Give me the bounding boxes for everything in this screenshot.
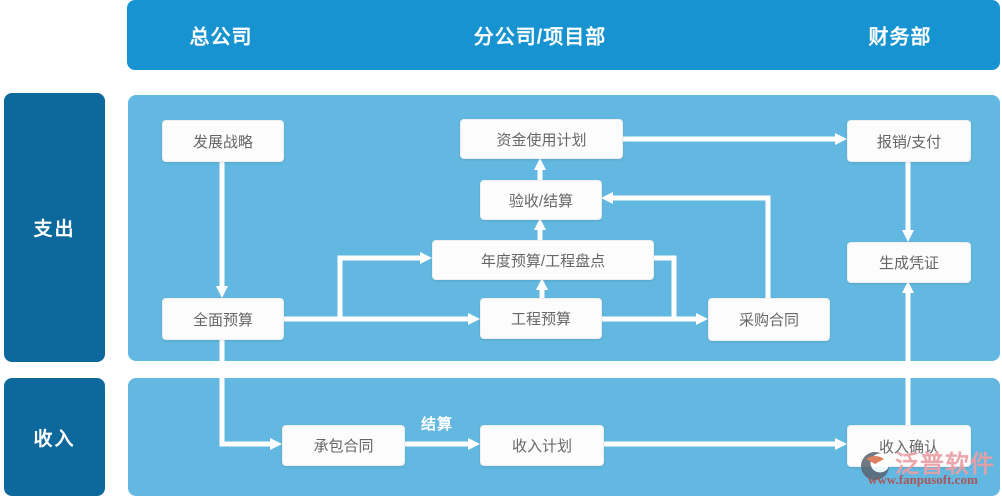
row-label-expenditure: 支出 bbox=[4, 93, 105, 362]
header-col-headquarters: 总公司 bbox=[189, 26, 253, 49]
node-development-strategy-label: 发展战略 bbox=[192, 133, 253, 151]
node-purchase-contract-label: 采购合同 bbox=[738, 312, 799, 329]
node-fund-usage-plan: 资金使用计划 bbox=[460, 119, 623, 159]
node-reimbursement-payment-label: 报销/支付 bbox=[876, 133, 942, 151]
node-fund-usage-plan-label: 资金使用计划 bbox=[496, 131, 587, 149]
node-income-plan: 收入计划 bbox=[480, 425, 604, 466]
fanpu-logo-icon bbox=[861, 452, 890, 480]
header-col-branch-project: 分公司/项目部 bbox=[473, 26, 607, 49]
node-acceptance-settlement-label: 验收/结算 bbox=[508, 192, 574, 210]
node-annual-budget-project-inventory-label: 年度预算/工程盘点 bbox=[480, 252, 606, 270]
node-project-budget: 工程预算 bbox=[480, 298, 602, 339]
node-purchase-contract: 采购合同 bbox=[708, 298, 830, 341]
node-overall-budget: 全面预算 bbox=[162, 298, 284, 340]
node-income-plan-label: 收入计划 bbox=[511, 438, 572, 455]
arrow-overall-budget-to-contracting bbox=[219, 338, 282, 450]
header-col-finance: 财务部 bbox=[868, 26, 932, 49]
watermark-name: 泛普软件 bbox=[895, 451, 995, 478]
row-label-expenditure-text: 支出 bbox=[33, 219, 76, 240]
row-label-income-text: 收入 bbox=[33, 428, 76, 450]
node-overall-budget-label: 全面预算 bbox=[192, 311, 253, 329]
connector-annual-budget-to-purchase bbox=[652, 255, 677, 321]
node-income-confirmation-label: 收入确认 bbox=[878, 438, 939, 456]
header-bar: 总公司 分公司/项目部 财务部 bbox=[127, 0, 1000, 70]
node-annual-budget-project-inventory: 年度预算/工程盘点 bbox=[432, 240, 654, 280]
arrow-purchase-to-acceptance bbox=[601, 192, 771, 299]
node-contracting-contract-label: 承包合同 bbox=[313, 438, 374, 455]
watermark-url: www.fanpusoft.com bbox=[868, 472, 978, 487]
settlement-edge-label: 结算 bbox=[421, 416, 454, 433]
node-acceptance-settlement: 验收/结算 bbox=[480, 180, 602, 220]
node-generate-voucher: 生成凭证 bbox=[847, 242, 971, 283]
arrow-overall-to-annual-budget bbox=[337, 252, 432, 319]
node-development-strategy: 发展战略 bbox=[162, 120, 284, 162]
watermark: 泛普软件 www.fanpusoft.com bbox=[858, 444, 1002, 496]
node-reimbursement-payment: 报销/支付 bbox=[847, 120, 971, 162]
node-contracting-contract: 承包合同 bbox=[282, 425, 405, 466]
node-project-budget-label: 工程预算 bbox=[510, 311, 571, 328]
node-generate-voucher-label: 生成凭证 bbox=[878, 255, 939, 272]
row-label-income: 收入 bbox=[4, 378, 105, 496]
